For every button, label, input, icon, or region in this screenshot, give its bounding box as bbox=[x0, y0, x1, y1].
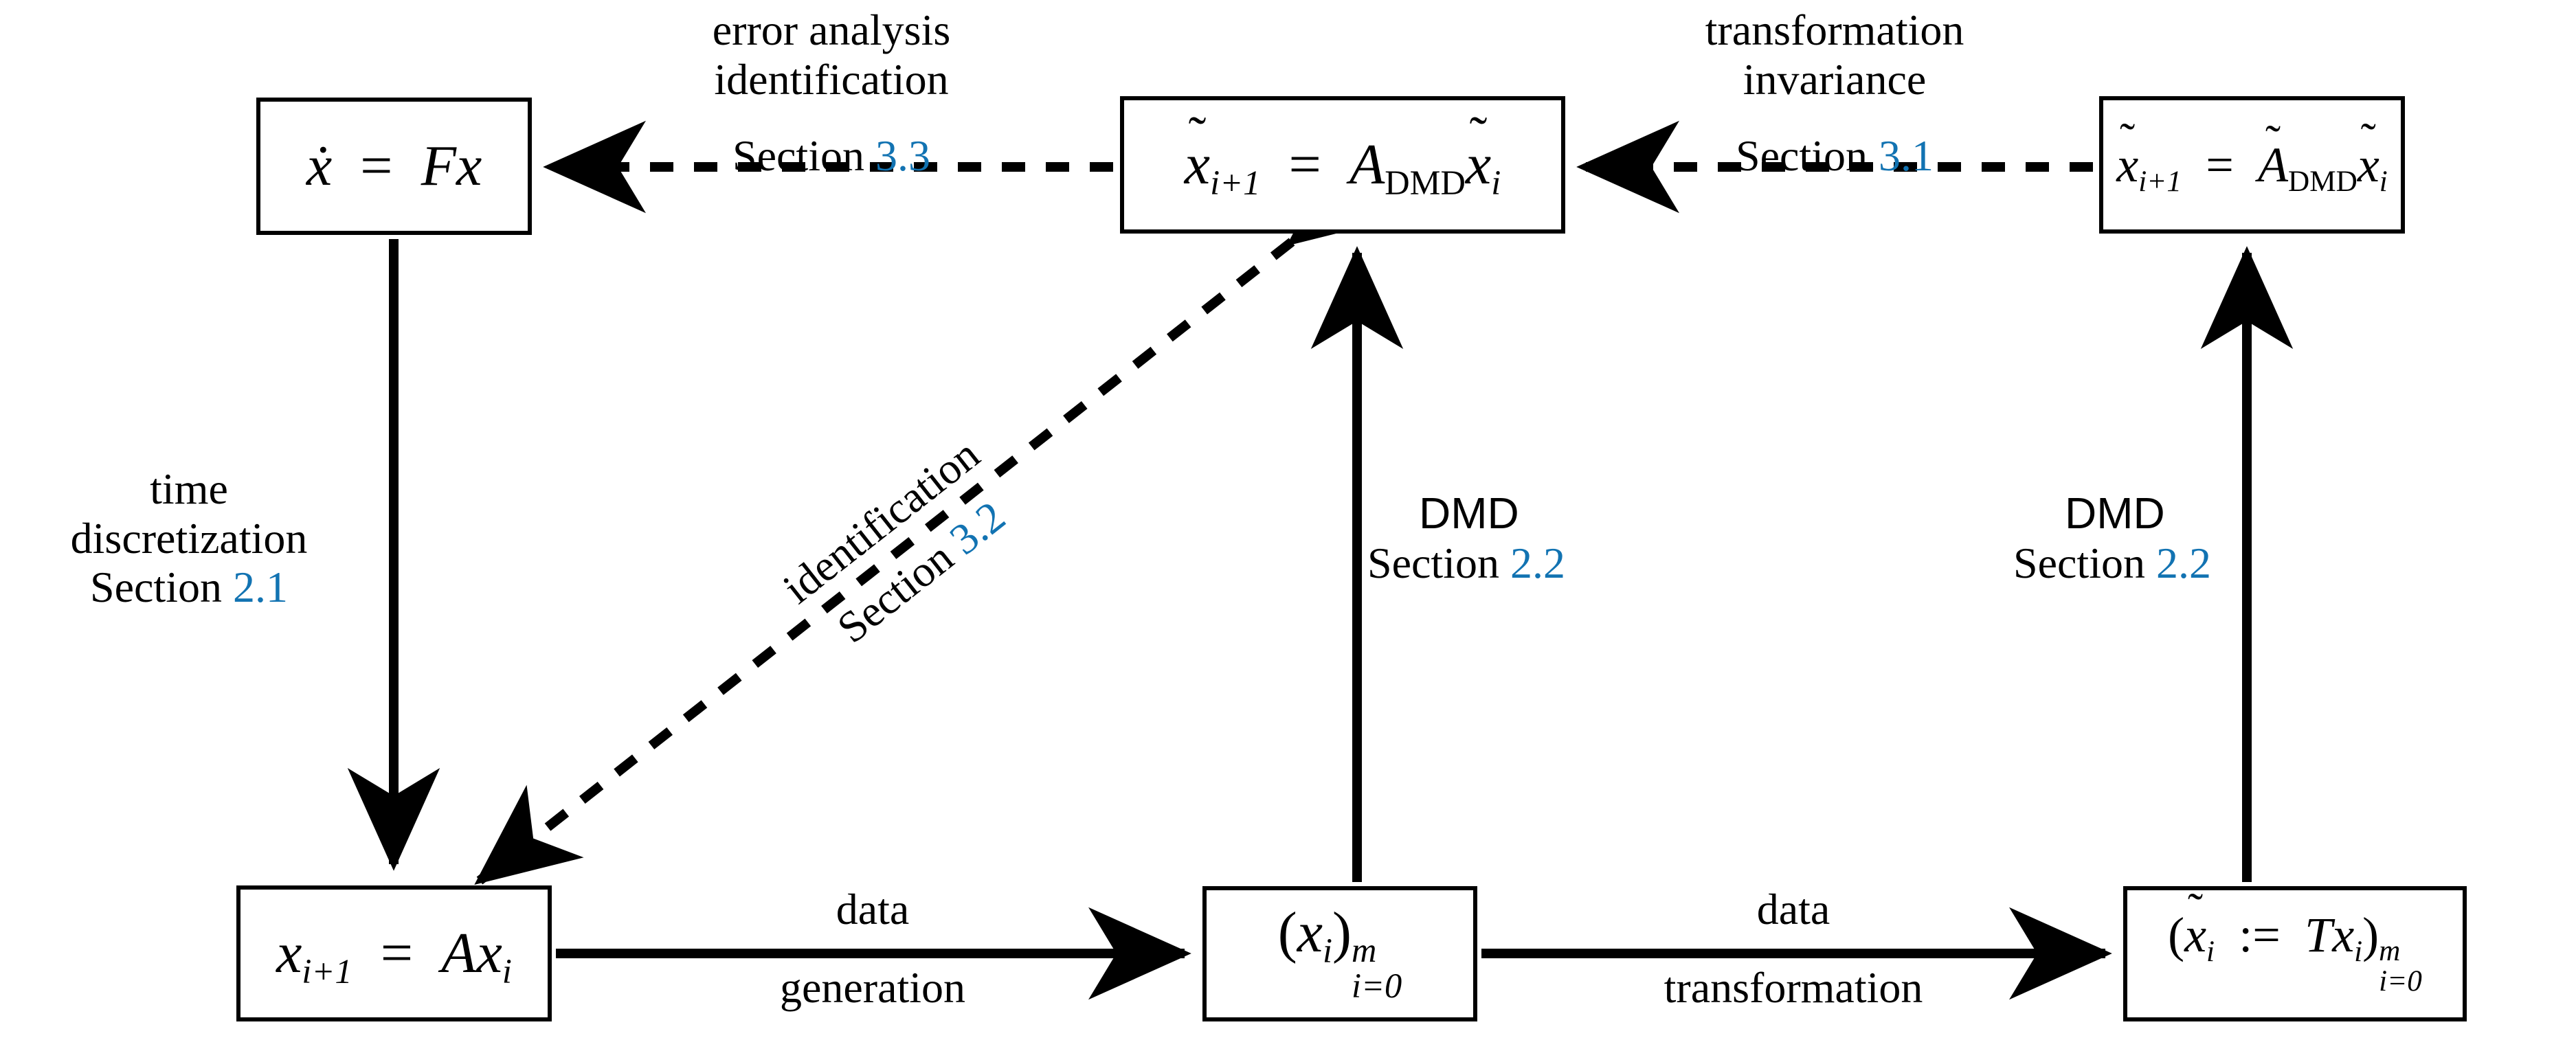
section-number-3-3: 3.3 bbox=[875, 131, 930, 181]
node-continuous-system[interactable]: ẋ = Fx bbox=[256, 98, 532, 235]
label-data-transformation-line1: data bbox=[1756, 885, 1830, 934]
label-transformation-invariance: transformation invariance Section 3.1 bbox=[1594, 5, 2075, 181]
label-time-discretization-section: Section 2.1 bbox=[90, 563, 288, 612]
label-time-discretization-line1: time bbox=[150, 464, 228, 513]
label-error-analysis-section: Section 3.3 bbox=[732, 131, 930, 181]
section-number-2-2-right: 2.2 bbox=[2155, 538, 2211, 587]
label-data-transformation-line2: transformation bbox=[1664, 962, 1923, 1012]
label-dmd-right-section: Section 2.2 bbox=[2013, 538, 2211, 587]
node-dmd-transformed[interactable]: ˜xi+1 = ADMD˜xi bbox=[1120, 96, 1565, 234]
formula-dmd-tilde: ˜xi+1 = ˜ADMD˜xi bbox=[2116, 114, 2388, 198]
formula-dmd-transformed: ˜xi+1 = ADMD˜xi bbox=[1184, 106, 1501, 203]
label-time-discretization-line2: discretization bbox=[70, 513, 308, 563]
label-transformation-line2: invariance bbox=[1743, 54, 1927, 104]
formula-continuous-system: ẋ = Fx bbox=[306, 134, 482, 198]
label-data-generation-line1: data bbox=[836, 885, 910, 934]
section-number-3-1: 3.1 bbox=[1878, 131, 1934, 181]
label-error-analysis-line1: error analysis bbox=[712, 5, 951, 54]
label-transformation-line1: transformation bbox=[1705, 5, 1964, 54]
label-data-generation-line2: generation bbox=[779, 962, 966, 1012]
label-dmd-center-line1: DMD bbox=[1419, 488, 1519, 538]
label-dmd-center-section: Section 2.2 bbox=[1367, 538, 1565, 587]
node-discrete-system[interactable]: xi+1 = Axi bbox=[236, 885, 552, 1021]
section-number-2-1: 2.1 bbox=[232, 563, 288, 612]
section-number-2-2-center: 2.2 bbox=[1510, 538, 1565, 587]
label-data-transformation: data transformation bbox=[1573, 885, 2013, 1012]
label-dmd-right-line1: DMD bbox=[2065, 488, 2165, 538]
label-dmd-center: DMD Section 2.2 bbox=[1367, 488, 1752, 587]
label-transformation-section: Section 3.1 bbox=[1736, 131, 1934, 181]
formula-discrete-system: xi+1 = Axi bbox=[276, 921, 512, 991]
label-time-discretization: time discretization Section 2.1 bbox=[0, 464, 378, 612]
label-error-analysis: error analysis identification Section 3.… bbox=[574, 5, 1089, 181]
node-dmd-tilde[interactable]: ˜xi+1 = ˜ADMD˜xi bbox=[2099, 96, 2405, 234]
label-error-analysis-line2: identification bbox=[714, 54, 949, 104]
label-data-generation: data generation bbox=[660, 885, 1086, 1012]
label-dmd-right: DMD Section 2.2 bbox=[2013, 488, 2398, 587]
